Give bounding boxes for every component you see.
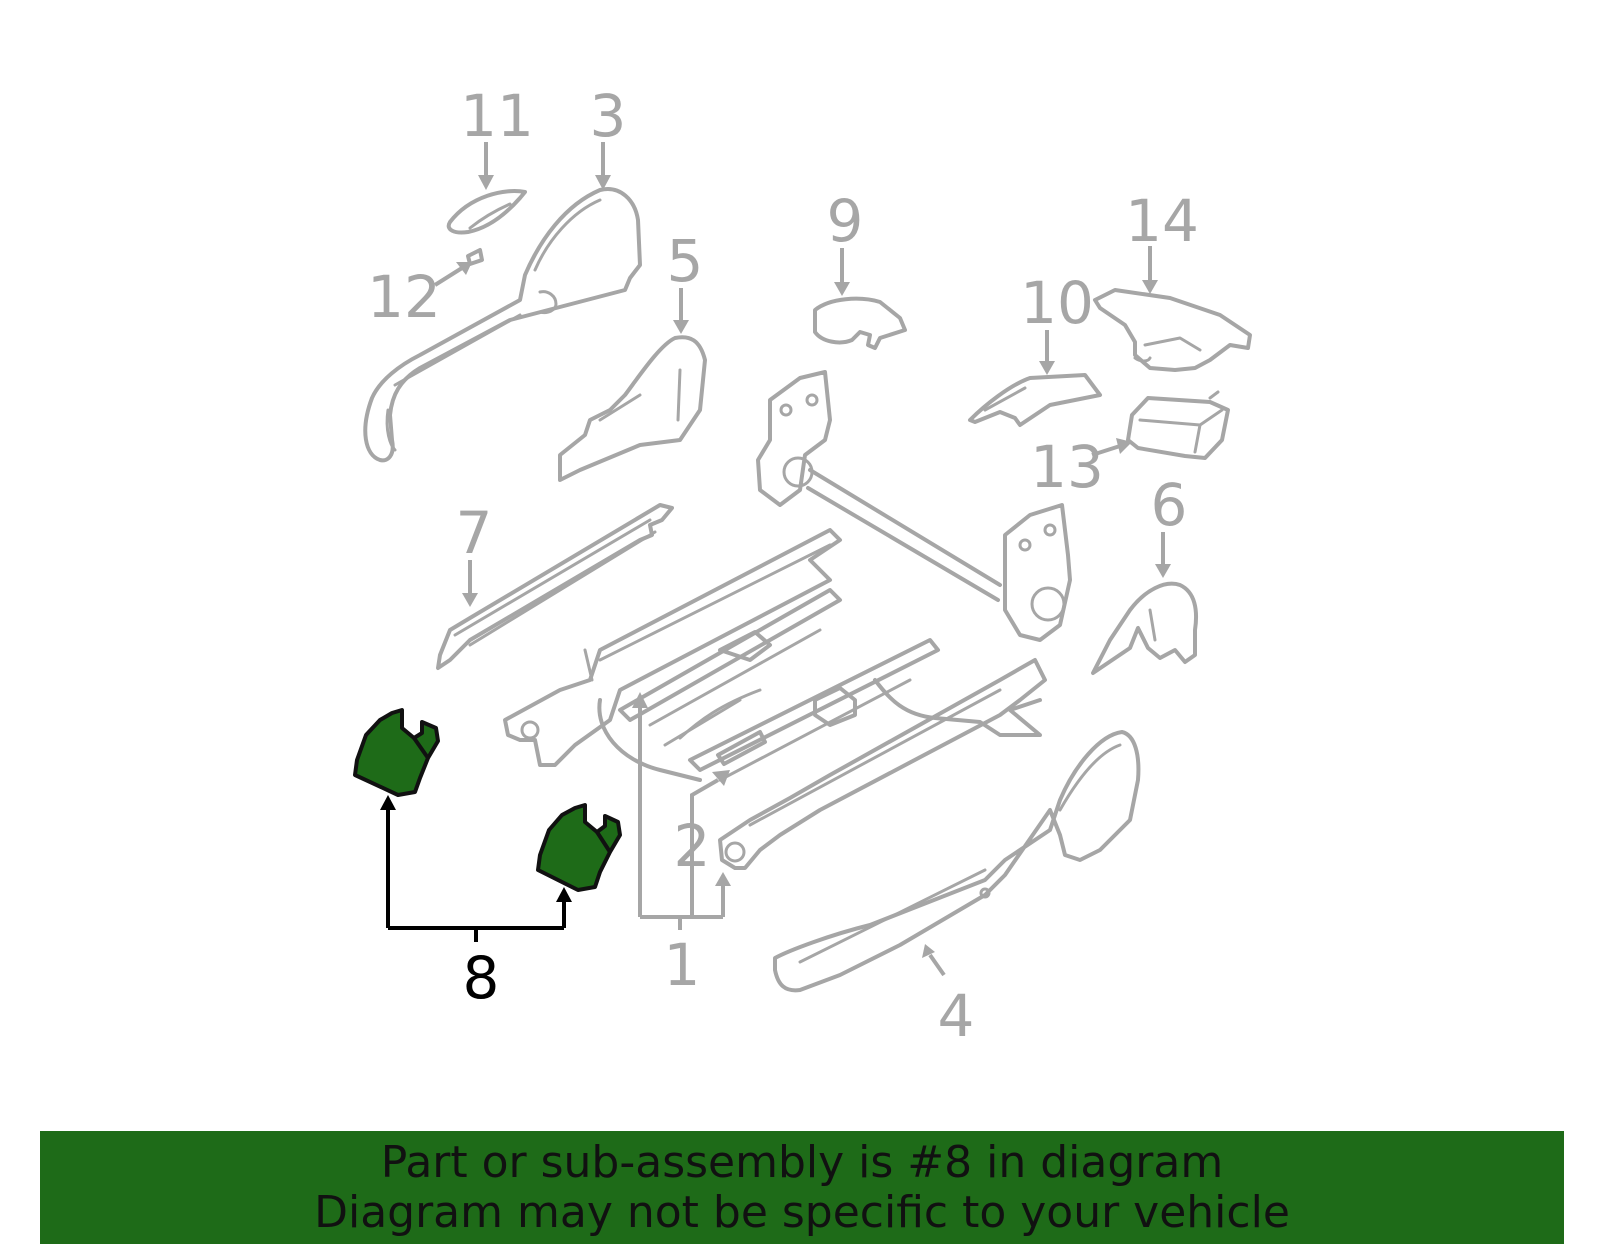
callout-labels: 11 3 12 5 9 14 10 13 6 7 2 1 4 8: [367, 82, 1199, 1050]
callout-12: 12: [367, 263, 441, 331]
callout-10: 10: [1020, 269, 1094, 337]
banner-line-part-number: Part or sub-assembly is #8 in diagram: [380, 1136, 1224, 1188]
part-7-track-cover[interactable]: [436, 503, 674, 670]
parts-diagram: 11 3 12 5 9 14 10 13 6 7 2 1 4 8: [353, 82, 1252, 1050]
part-10-bracket[interactable]: [968, 373, 1102, 427]
part-3-outer-shield[interactable]: [363, 187, 642, 463]
callout-11: 11: [460, 82, 534, 150]
part-1-seat-adjuster-frame[interactable]: [503, 370, 1072, 870]
part-8-cover-left[interactable]: [353, 708, 440, 797]
callout-5: 5: [667, 227, 704, 295]
callout-7: 7: [456, 499, 493, 567]
callout-2: 2: [674, 812, 711, 880]
part-5-inner-shield[interactable]: [558, 335, 707, 482]
callout-4: 4: [938, 982, 975, 1050]
leader-arrows: [433, 142, 1171, 977]
part-6-side-cover[interactable]: [1091, 581, 1199, 675]
part-9-bracket-cover[interactable]: [813, 296, 907, 350]
callout-9: 9: [827, 187, 864, 255]
part-8-cover-right[interactable]: [536, 803, 622, 892]
part-8-leader: [380, 795, 572, 942]
callout-1: 1: [664, 931, 701, 999]
callout-13: 13: [1030, 433, 1104, 501]
part-13-control-module[interactable]: [1126, 390, 1230, 460]
info-banner: Part or sub-assembly is #8 in diagram Di…: [40, 1131, 1564, 1244]
part-2-track[interactable]: [716, 730, 767, 766]
callout-14: 14: [1125, 187, 1199, 255]
part-4-lower-trim[interactable]: [773, 730, 1141, 993]
callout-8: 8: [463, 944, 500, 1012]
callout-6: 6: [1151, 471, 1188, 539]
banner-line-disclaimer: Diagram may not be specific to your vehi…: [314, 1186, 1290, 1238]
part-14-module-bracket[interactable]: [1093, 288, 1252, 372]
part-11-cover[interactable]: [446, 189, 527, 235]
callout-3: 3: [590, 82, 627, 150]
part-12-clip[interactable]: [466, 248, 484, 266]
